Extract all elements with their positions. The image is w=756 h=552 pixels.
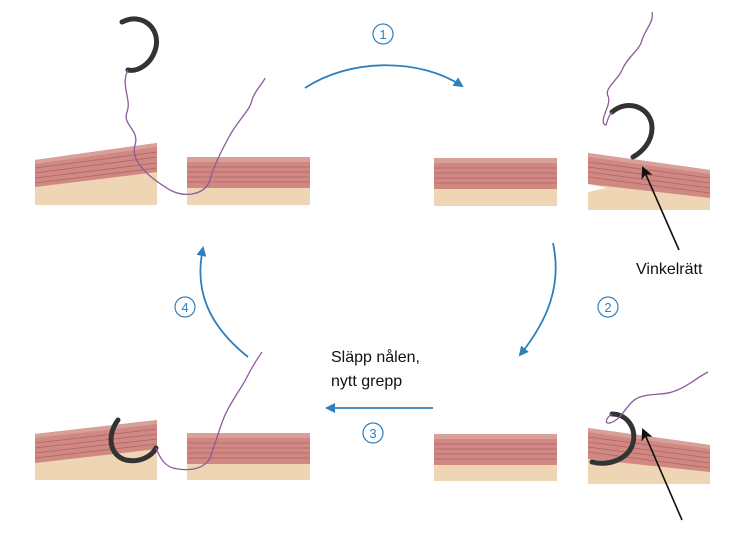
pointer-arrow bbox=[641, 428, 683, 521]
cycle-arrow-1 bbox=[304, 64, 464, 89]
step-number-1: 1 bbox=[372, 23, 394, 45]
step-number-4: 4 bbox=[174, 296, 196, 318]
pointer-arrow bbox=[641, 166, 680, 251]
curved-needle-icon bbox=[108, 417, 159, 464]
perpendicular-label: Vinkelrätt bbox=[636, 261, 703, 278]
tissue-left-tilted bbox=[34, 420, 158, 480]
panel-top-right: Vinkelrätt bbox=[434, 11, 711, 278]
step-number-4-label: 4 bbox=[181, 300, 188, 315]
release-needle-label-line1: Släpp nålen, bbox=[331, 348, 420, 366]
tissue-right-flat bbox=[187, 433, 310, 480]
step-number-2-label: 2 bbox=[604, 300, 611, 315]
release-needle-label-line2: nytt grepp bbox=[331, 373, 402, 390]
step-number-2: 2 bbox=[597, 296, 619, 318]
step-number-3: 3 bbox=[362, 422, 384, 444]
curved-needle-icon bbox=[119, 16, 160, 73]
step-number-3-label: 3 bbox=[369, 426, 376, 441]
suture-thread-icon bbox=[155, 351, 263, 471]
panel-bottom-left bbox=[34, 351, 310, 480]
curved-needle-icon bbox=[609, 102, 655, 160]
tissue-left-flat bbox=[434, 158, 557, 206]
suture-thread-icon bbox=[124, 69, 266, 195]
cycle-arrows bbox=[196, 64, 557, 413]
tissue-right-tilted bbox=[587, 428, 711, 484]
panel-bottom-right bbox=[434, 371, 711, 521]
cycle-arrow-4 bbox=[196, 246, 249, 358]
tissue-left-flat bbox=[434, 434, 557, 481]
suture-thread-icon bbox=[602, 11, 653, 126]
curved-needle-icon bbox=[589, 411, 637, 466]
tissue-right-flat bbox=[187, 157, 310, 205]
tissue-left-tilted bbox=[34, 143, 158, 205]
suture-thread-icon bbox=[605, 371, 709, 424]
cycle-arrow-2 bbox=[518, 242, 557, 357]
step-number-1-label: 1 bbox=[379, 27, 386, 42]
panel-top-left bbox=[34, 16, 310, 205]
